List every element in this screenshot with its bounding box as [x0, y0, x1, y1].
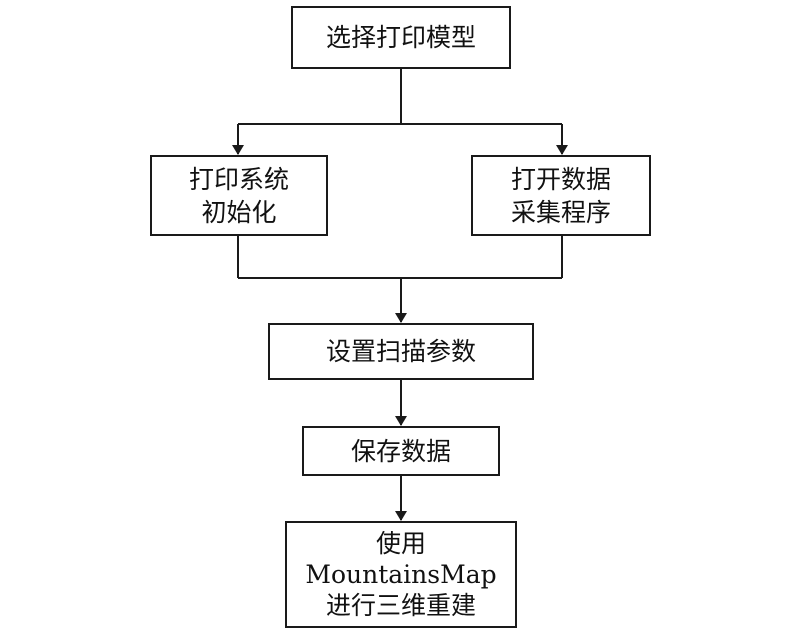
node-init-system-line-2: 初始化 — [201, 197, 277, 227]
node-select-model-label: 选择打印模型 — [325, 23, 476, 52]
node-reconstruct-line-3: 进行三维重建 — [325, 591, 476, 620]
node-reconstruct: 使用 MountainsMap 进行三维重建 — [285, 521, 517, 628]
node-select-model: 选择打印模型 — [291, 6, 511, 69]
node-reconstruct-line-1: 使用 — [375, 529, 426, 558]
node-save-data: 保存数据 — [302, 426, 500, 476]
node-reconstruct-line-2: MountainsMap — [305, 560, 497, 589]
node-init-system-line-1: 打印系统 — [188, 164, 289, 194]
node-open-program-line-1: 打开数据 — [510, 164, 611, 194]
node-set-params: 设置扫描参数 — [268, 323, 534, 380]
node-init-system: 打印系统 初始化 — [150, 155, 328, 236]
node-set-params-label: 设置扫描参数 — [325, 337, 476, 366]
node-save-data-label: 保存数据 — [350, 436, 451, 466]
node-open-program-line-2: 采集程序 — [510, 197, 611, 227]
node-open-program: 打开数据 采集程序 — [471, 155, 651, 236]
